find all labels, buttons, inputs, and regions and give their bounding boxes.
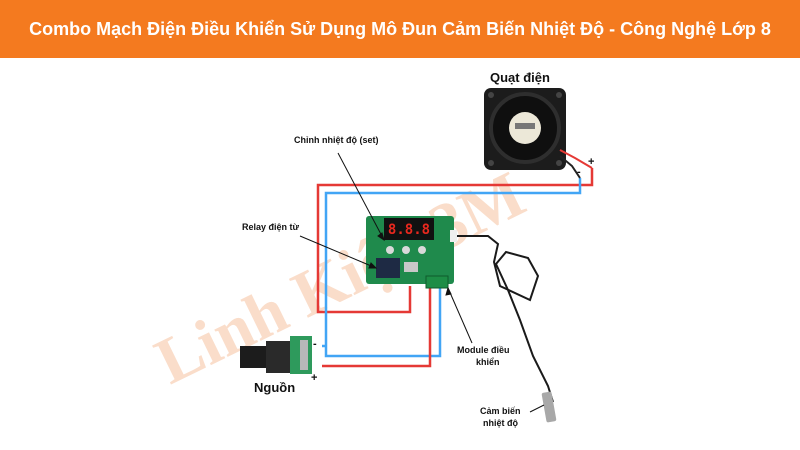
wiring-diagram: Linh Kiện 3M 8.8.8: [145, 88, 594, 423]
header-bar: Combo Mạch Điện Điều Khiển Sử Dụng Mô Đu…: [0, 0, 800, 58]
set-temp-label: Chỉnh nhiệt độ (set): [294, 135, 379, 145]
red-wire-fan: [316, 168, 594, 314]
red-wire-power: [322, 286, 432, 368]
sensor-probe: [541, 391, 557, 423]
controller-board: 8.8.8: [366, 216, 457, 289]
power-plus-sign: +: [311, 372, 318, 384]
relay-label: Relay điện từ: [242, 222, 300, 232]
wiring: [316, 168, 594, 403]
fan-plus-sign: +: [588, 156, 595, 168]
power-connector: [240, 336, 312, 374]
sensor-label-line1: Cảm biến: [480, 406, 521, 416]
module-label-line1: Module điều: [457, 345, 510, 355]
sensor-cable: [455, 235, 554, 403]
fan-image: [484, 88, 593, 179]
callout-arrows: [299, 152, 545, 413]
display-digits: 8.8.8: [388, 222, 430, 238]
module-label-line2: khiển: [476, 357, 500, 367]
page-title: Combo Mạch Điện Điều Khiển Sử Dụng Mô Đu…: [29, 19, 771, 39]
blue-wire-fan: [324, 178, 582, 358]
fan-label: Quạt điện: [490, 70, 550, 85]
power-label: Nguồn: [254, 380, 296, 395]
sensor-label-line2: nhiệt độ: [483, 418, 518, 428]
power-minus-sign: -: [313, 338, 317, 350]
fan-minus-sign: -: [577, 166, 581, 178]
